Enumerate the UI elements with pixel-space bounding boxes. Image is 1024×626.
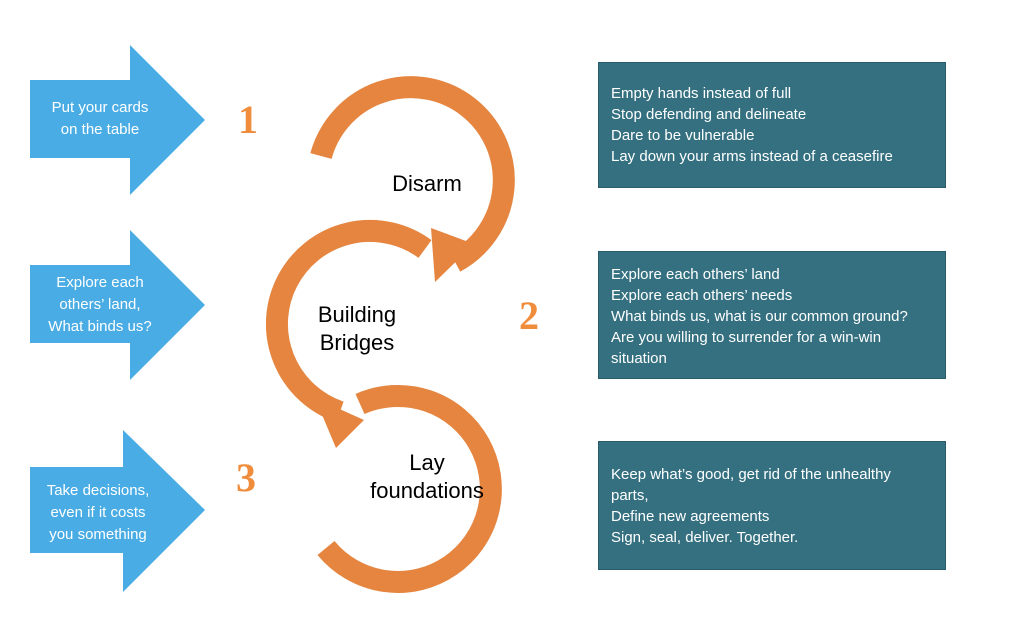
circle-label-bridges-line-1: Building [317, 302, 397, 327]
info-box-disarm: Empty hands instead of full Stop defendi… [598, 62, 946, 188]
arrow-shape-3 [30, 430, 205, 592]
info-box-foundations: Keep what’s good, get rid of the unhealt… [598, 441, 946, 570]
arrow-label-1-line-2: on the table [60, 121, 140, 138]
circle-label-foundations-line-1: Lay [409, 450, 445, 475]
info-box-bridges-line-3: What binds us, what is our common ground… [611, 308, 908, 325]
info-box-bridges-line-4: Are you willing to surrender for a win-w… [611, 329, 882, 346]
ring-bridges-arrowhead [315, 398, 364, 448]
arrow-label-3-line-1: Take decisions, [46, 482, 150, 499]
info-box-disarm-line-4: Lay down your arms instead of a ceasefir… [611, 148, 893, 165]
info-box-bridges-line-2: Explore each others’ needs [611, 287, 793, 304]
info-box-disarm-line-3: Dare to be vulnerable [611, 127, 755, 144]
info-box-bridges-line-5: situation [611, 350, 667, 367]
arrow-label-3: Take decisions, even if it costs you som… [33, 480, 163, 546]
circle-label-disarm: Disarm [327, 170, 527, 198]
step-number-2: 2 [519, 293, 539, 338]
info-box-disarm-line-1: Empty hands instead of full [611, 85, 792, 102]
arrow-label-2-line-1: Explore each [56, 274, 144, 291]
arrow-label-3-line-3: you something [49, 526, 147, 543]
info-box-foundations-line-4: Sign, seal, deliver. Together. [611, 529, 799, 546]
info-box-bridges-line-1: Explore each others’ land [611, 266, 780, 283]
ring-foundations [317, 384, 502, 593]
arrow-label-1-line-1: Put your cards [51, 99, 149, 116]
circle-label-foundations-line-2: foundations [370, 478, 484, 503]
ring-disarm [310, 76, 515, 272]
info-box-foundations-line-3: Define new agreements [611, 508, 770, 525]
arrow-shape-2 [30, 230, 205, 380]
info-box-disarm-line-2: Stop defending and delineate [611, 106, 807, 123]
ring-disarm-arrowhead [431, 228, 474, 282]
circle-label-bridges: Building Bridges [257, 301, 457, 357]
info-box-bridges: Explore each others’ land Explore each o… [598, 251, 946, 379]
arrow-label-2-line-2: others’ land, [59, 296, 141, 313]
arrow-shape-1 [30, 45, 205, 195]
arrow-label-3-line-2: even if it costs [50, 504, 146, 521]
step-number-1: 1 [238, 97, 258, 142]
circle-label-bridges-line-2: Bridges [319, 330, 395, 355]
step-number-3: 3 [236, 455, 256, 500]
arrow-label-2-line-3: What binds us? [48, 318, 152, 335]
info-box-foundations-line-1: Keep what’s good, get rid of the unhealt… [611, 466, 891, 483]
info-box-foundations-line-2: parts, [611, 487, 649, 504]
ring-bridges [266, 219, 432, 423]
arrow-label-2: Explore each others’ land, What binds us… [35, 272, 165, 338]
circle-label-foundations: Lay foundations [327, 449, 527, 505]
circle-label-disarm-line-1: Disarm [392, 171, 462, 196]
arrow-label-1: Put your cards on the table [35, 97, 165, 141]
